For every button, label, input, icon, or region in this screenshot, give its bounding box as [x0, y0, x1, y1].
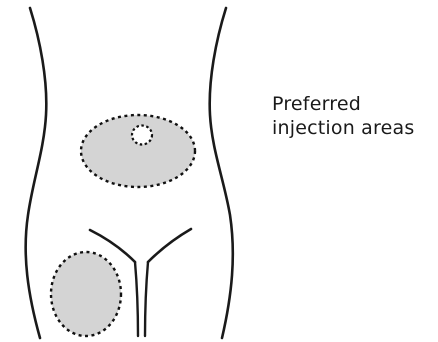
- thigh-injection-area: [51, 252, 121, 336]
- inner-leg-line-left: [135, 262, 138, 336]
- groin-line-right: [148, 229, 191, 262]
- body-outline-left: [26, 8, 47, 338]
- preferred-injection-areas-label: Preferred injection areas: [272, 92, 414, 140]
- inner-leg-line-right: [145, 262, 148, 336]
- body-outline-right: [210, 8, 233, 338]
- navel-marker: [132, 126, 152, 145]
- label-line-1: Preferred: [272, 92, 414, 116]
- label-line-2: injection areas: [272, 116, 414, 140]
